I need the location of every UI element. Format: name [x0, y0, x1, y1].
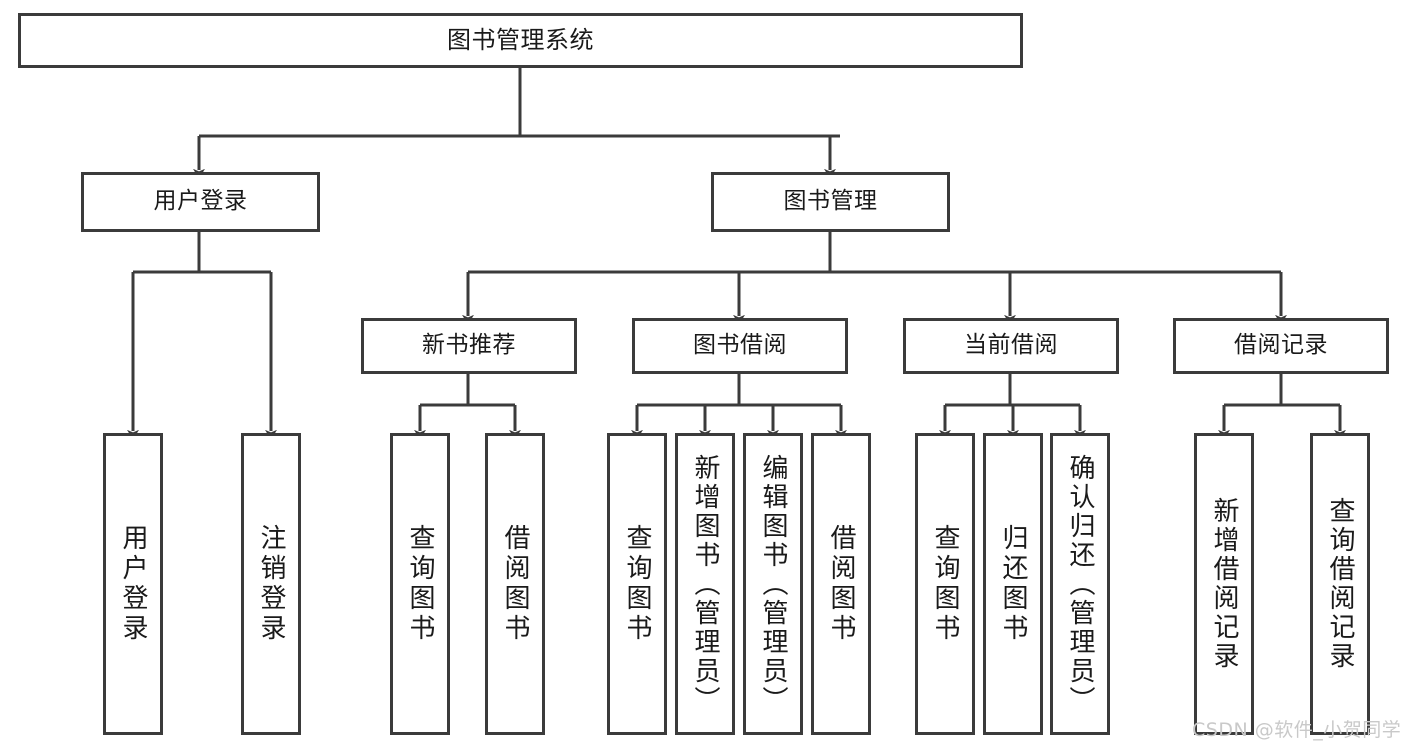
leaf-book-borrow-borrow-book[interactable]: 借阅图书 [811, 433, 871, 735]
node-label: 新增图书（管理员） [690, 453, 720, 715]
watermark-text: CSDN @软件_小贺同学 [1192, 719, 1402, 741]
leaf-current-borrow-return-book[interactable]: 归还图书 [983, 433, 1043, 735]
leaf-new-book-borrow-book[interactable]: 借阅图书 [485, 433, 545, 735]
leaf-book-borrow-add-book-admin[interactable]: 新增图书（管理员） [675, 433, 735, 735]
leaf-book-borrow-edit-book-admin[interactable]: 编辑图书（管理员） [743, 433, 803, 735]
node-label: 借阅记录 [1234, 332, 1328, 359]
leaf-new-book-query-book[interactable]: 查询图书 [390, 433, 450, 735]
node-label: 图书管理 [783, 188, 878, 215]
node-new-book-recommend[interactable]: 新书推荐 [361, 318, 577, 374]
node-label: 借阅图书 [500, 524, 530, 644]
leaf-current-borrow-query-book[interactable]: 查询图书 [915, 433, 975, 735]
node-label: 编辑图书（管理员） [758, 453, 788, 715]
node-label: 确认归还（管理员） [1065, 453, 1095, 715]
node-label: 查询图书 [622, 524, 652, 644]
node-label: 图书管理系统 [447, 26, 594, 55]
node-label: 图书借阅 [693, 332, 787, 359]
leaf-book-borrow-query-book[interactable]: 查询图书 [607, 433, 667, 735]
node-borrow-record[interactable]: 借阅记录 [1173, 318, 1389, 374]
node-label: 注销登录 [256, 524, 286, 644]
node-label: 用户登录 [153, 188, 248, 215]
node-label: 新增借阅记录 [1209, 497, 1239, 671]
leaf-borrow-record-query-record[interactable]: 查询借阅记录 [1310, 433, 1370, 735]
leaf-borrow-record-add-record[interactable]: 新增借阅记录 [1194, 433, 1254, 735]
leaf-current-borrow-confirm-return-admin[interactable]: 确认归还（管理员） [1050, 433, 1110, 735]
node-label: 查询图书 [405, 524, 435, 644]
node-book-management[interactable]: 图书管理 [711, 172, 950, 232]
node-book-borrow[interactable]: 图书借阅 [632, 318, 848, 374]
node-label: 归还图书 [998, 524, 1028, 644]
node-root-system[interactable]: 图书管理系统 [18, 13, 1023, 68]
node-label: 当前借阅 [964, 332, 1058, 359]
node-user-login[interactable]: 用户登录 [81, 172, 320, 232]
leaf-user-login-login[interactable]: 用户登录 [103, 433, 163, 735]
node-label: 查询借阅记录 [1325, 497, 1355, 671]
leaf-user-login-logout[interactable]: 注销登录 [241, 433, 301, 735]
node-label: 查询图书 [930, 524, 960, 644]
node-current-borrow[interactable]: 当前借阅 [903, 318, 1119, 374]
node-label: 借阅图书 [826, 524, 856, 644]
node-label: 新书推荐 [422, 332, 516, 359]
node-label: 用户登录 [118, 524, 148, 644]
